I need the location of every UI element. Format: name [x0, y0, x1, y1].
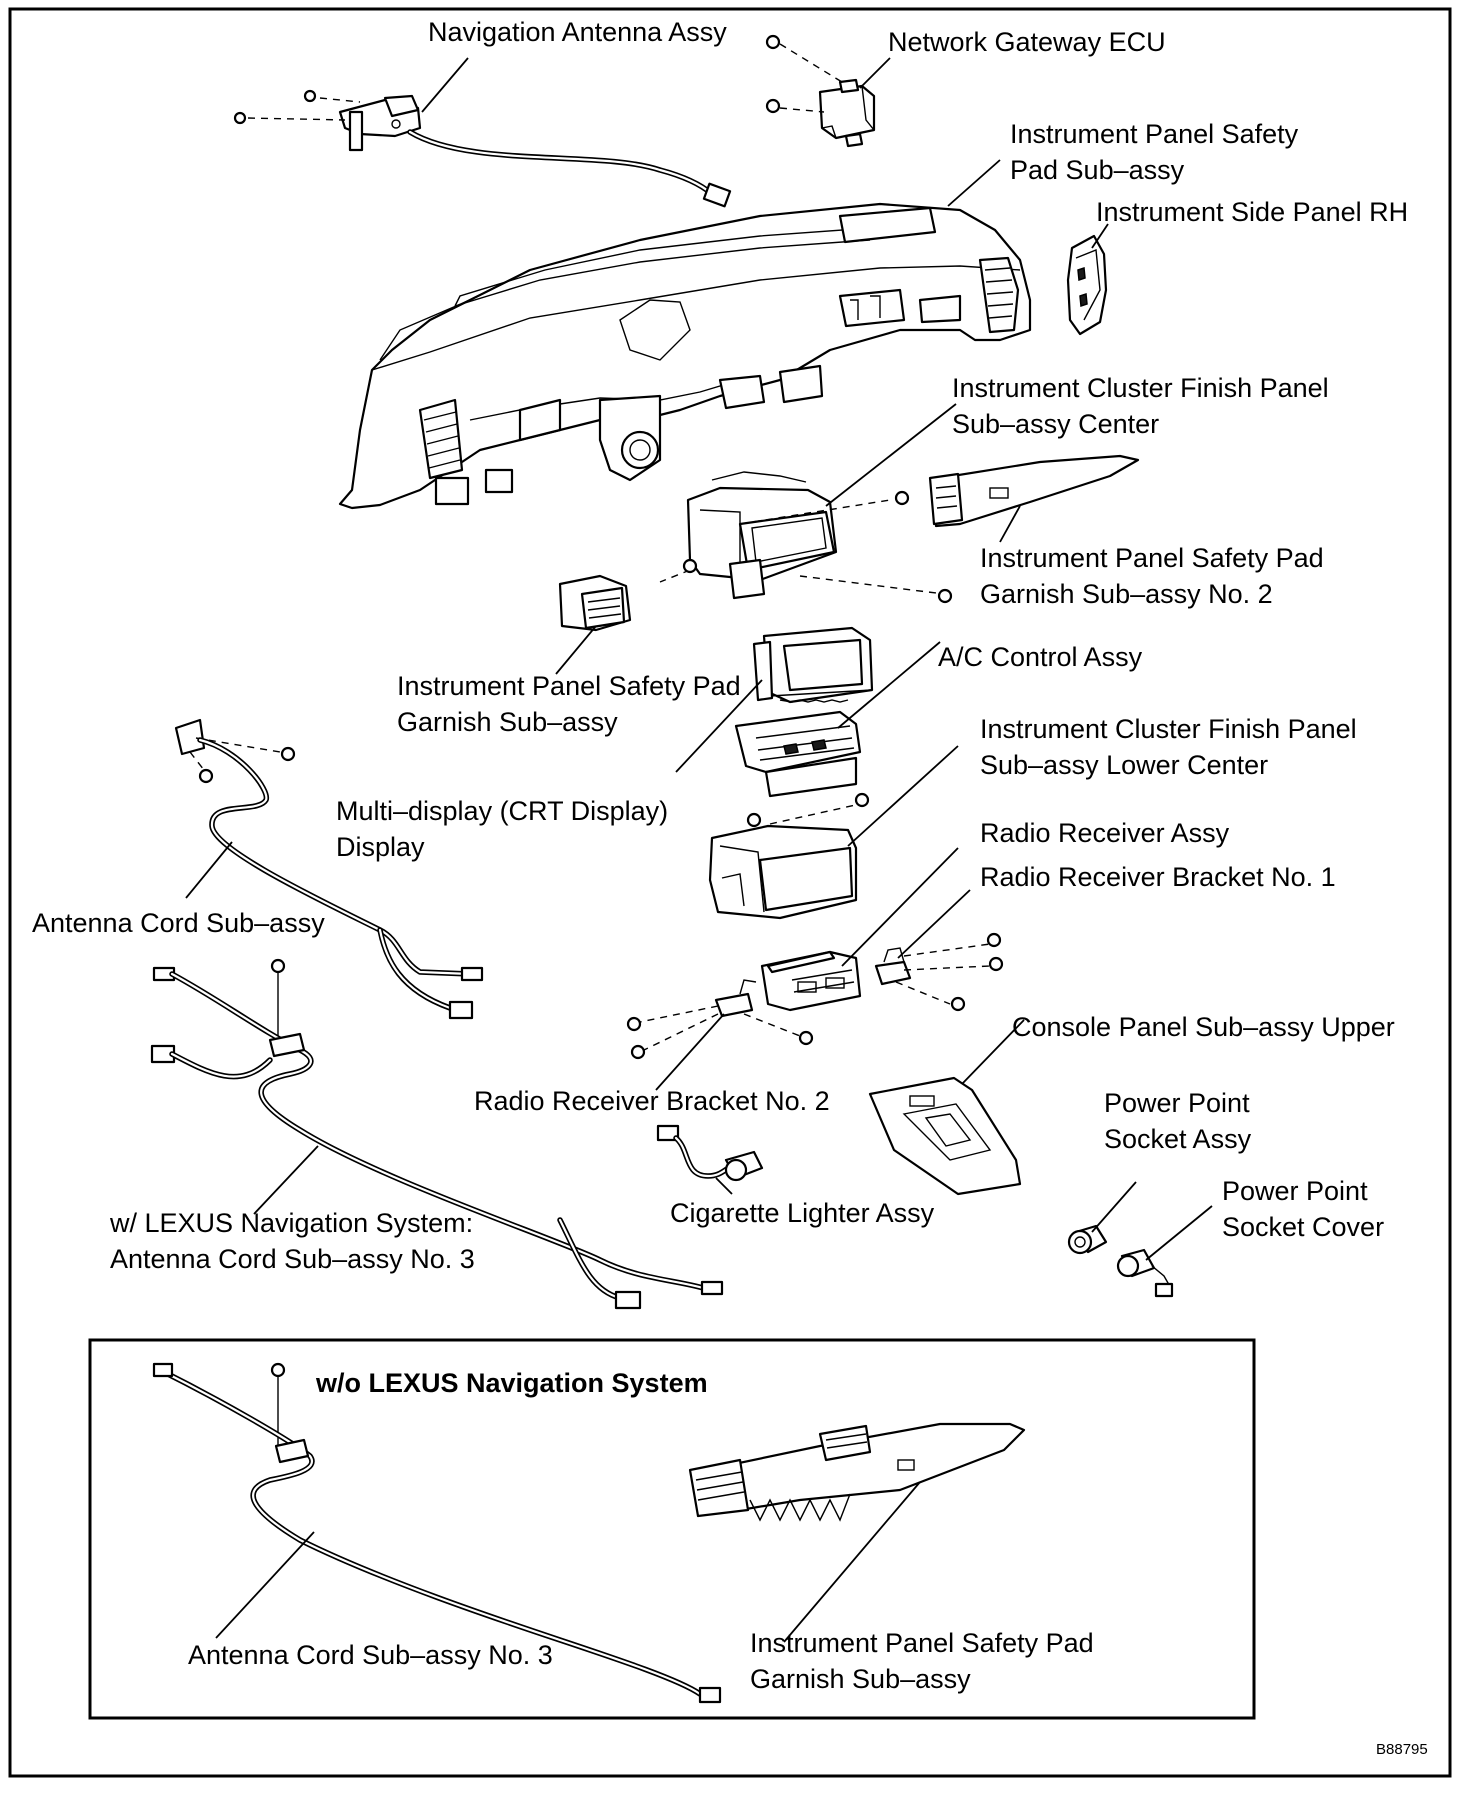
power-point-cover-part: [1116, 1248, 1174, 1298]
label-garnish-no2-line2: Garnish Sub–assy No. 2: [980, 579, 1273, 609]
label-lower-center-line1: Instrument Cluster Finish Panel: [980, 714, 1357, 744]
label-side-panel-rh: Instrument Side Panel RH: [1096, 197, 1408, 227]
leader-ip-safety-pad: [947, 159, 1001, 207]
label-cluster-center-line1: Instrument Cluster Finish Panel: [952, 373, 1329, 403]
label-network-gateway: Network Gateway ECU: [888, 27, 1166, 57]
label-radio-receiver: Radio Receiver Assy: [980, 818, 1230, 848]
label-nav-antenna-cord-line2: Antenna Cord Sub–assy No. 3: [110, 1244, 475, 1274]
leader-multi-display: [675, 679, 763, 773]
label-garnish-line2: Garnish Sub–assy: [397, 707, 618, 737]
instrument-side-panel-rh-part: [1066, 234, 1108, 336]
leader-inset-garnish: [783, 1481, 921, 1643]
antenna-cord-part: [174, 718, 484, 1020]
radio-bracket-no2-part: [626, 979, 814, 1060]
figure-code: B88795: [1376, 1741, 1428, 1758]
leader-antenna-cord: [185, 841, 233, 899]
leader-nav-antenna: [421, 57, 469, 113]
label-power-cover-line1: Power Point: [1222, 1176, 1368, 1206]
label-cluster-center-line2: Sub–assy Center: [952, 409, 1159, 439]
cigarette-lighter-part: [656, 1124, 764, 1182]
leader-garnish-no2: [999, 505, 1021, 543]
label-power-cover-line2: Socket Cover: [1222, 1212, 1384, 1242]
leader-garnish: [555, 625, 597, 675]
leader-side-panel: [1091, 223, 1109, 249]
garnish-part: [558, 574, 632, 632]
label-power-socket-line1: Power Point: [1104, 1088, 1250, 1118]
leader-radio-receiver: [841, 847, 959, 967]
label-antenna-cord: Antenna Cord Sub–assy: [32, 908, 325, 938]
label-radio-bracket-no1: Radio Receiver Bracket No. 1: [980, 862, 1336, 892]
leader-power-cover: [1145, 1205, 1213, 1261]
radio-bracket-no1-part: [874, 932, 1004, 1012]
inset-box: [88, 1338, 1256, 1720]
network-gateway-ecu-part: [765, 34, 876, 148]
inset-antenna-cord-part: [152, 1362, 722, 1704]
label-navigation-antenna: Navigation Antenna Assy: [428, 17, 727, 47]
label-ac-control: A/C Control Assy: [938, 642, 1143, 672]
leader-inset-antenna-cord: [215, 1531, 315, 1639]
label-inset-antenna-cord: Antenna Cord Sub–assy No. 3: [188, 1640, 553, 1670]
leader-bracket-no1: [897, 889, 971, 959]
cluster-lower-center-part: [708, 792, 870, 920]
leader-lower-center: [847, 745, 959, 847]
label-garnish-no2-line1: Instrument Panel Safety Pad: [980, 543, 1324, 573]
ac-control-part: [734, 710, 862, 798]
leader-power-socket: [1091, 1181, 1137, 1233]
outer-frame: [8, 7, 1452, 1778]
label-ip-safety-pad-line2: Pad Sub–assy: [1010, 155, 1185, 185]
label-multi-display-line2: Display: [336, 832, 425, 862]
leader-console-upper: [961, 1019, 1025, 1085]
leader-bracket-no2: [655, 1013, 725, 1091]
label-inset-garnish-line2: Garnish Sub–assy: [750, 1664, 971, 1694]
label-cigarette-lighter: Cigarette Lighter Assy: [670, 1198, 935, 1228]
cluster-finish-panel-center-part: [659, 471, 953, 604]
garnish-no2-part: [928, 454, 1140, 528]
label-ip-safety-pad-line1: Instrument Panel Safety: [1010, 119, 1299, 149]
radio-receiver-part: [760, 950, 862, 1012]
inset-title: w/o LEXUS Navigation System: [315, 1368, 708, 1398]
label-radio-bracket-no2: Radio Receiver Bracket No. 2: [474, 1086, 830, 1116]
inset-garnish-part: [688, 1422, 1026, 1522]
leader-nav-antenna-cord: [253, 1145, 319, 1215]
multi-display-part: [752, 626, 874, 704]
leader-cig-lighter: [715, 1177, 733, 1195]
leader-network-gateway: [859, 57, 891, 89]
power-point-socket-part: [1067, 1224, 1108, 1255]
console-panel-upper-part: [868, 1076, 1022, 1196]
nav-antenna-cord-no3-part: [150, 958, 724, 1310]
label-console-upper: Console Panel Sub–assy Upper: [1012, 1012, 1395, 1042]
label-multi-display-line1: Multi–display (CRT Display): [336, 796, 668, 826]
label-nav-antenna-cord-line1: w/ LEXUS Navigation System:: [109, 1208, 473, 1238]
leader-ac-control: [837, 641, 941, 729]
label-inset-garnish-line1: Instrument Panel Safety Pad: [750, 1628, 1094, 1658]
navigation-antenna-part: [233, 89, 732, 208]
label-power-socket-line2: Socket Assy: [1104, 1124, 1252, 1154]
leader-cluster-center: [825, 403, 957, 507]
instrument-panel-part: [338, 202, 1032, 510]
label-garnish-line1: Instrument Panel Safety Pad: [397, 671, 741, 701]
label-lower-center-line2: Sub–assy Lower Center: [980, 750, 1268, 780]
